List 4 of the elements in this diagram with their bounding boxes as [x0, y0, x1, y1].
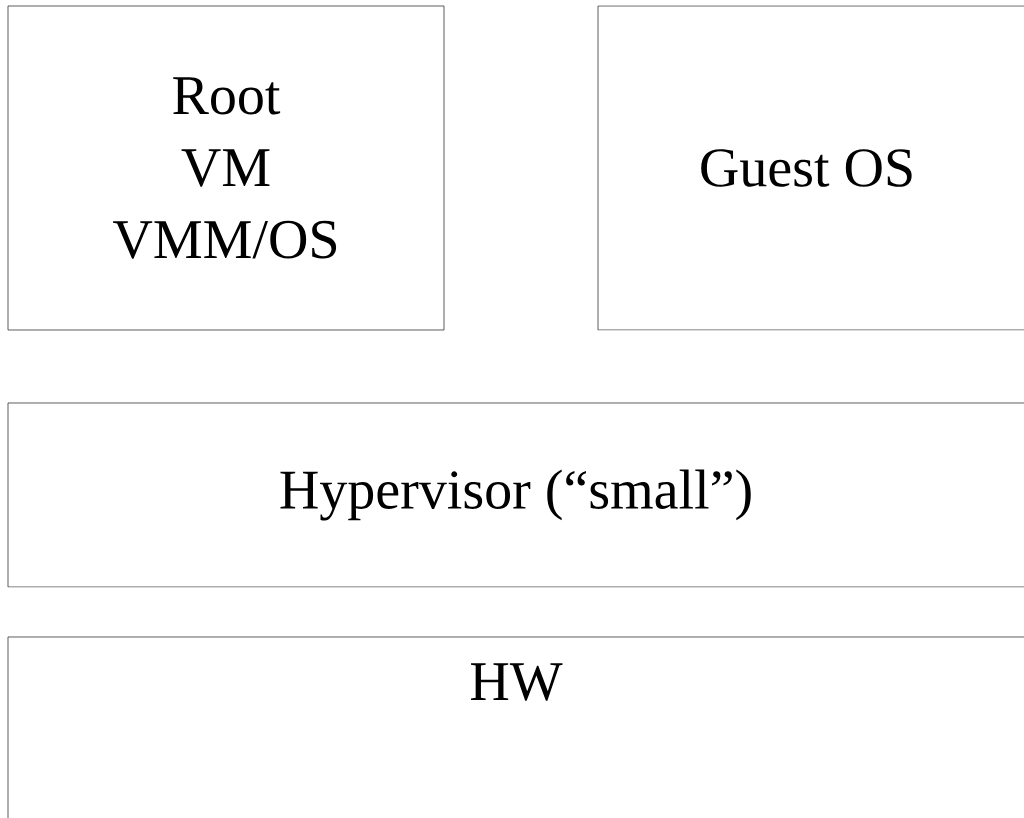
layer-box: Guest OS	[597, 5, 1024, 331]
layer-box: Root VM VMM/OS	[7, 5, 445, 331]
layer-box: HW	[7, 636, 1024, 818]
layer-box: Hypervisor (“small”)	[7, 402, 1024, 588]
